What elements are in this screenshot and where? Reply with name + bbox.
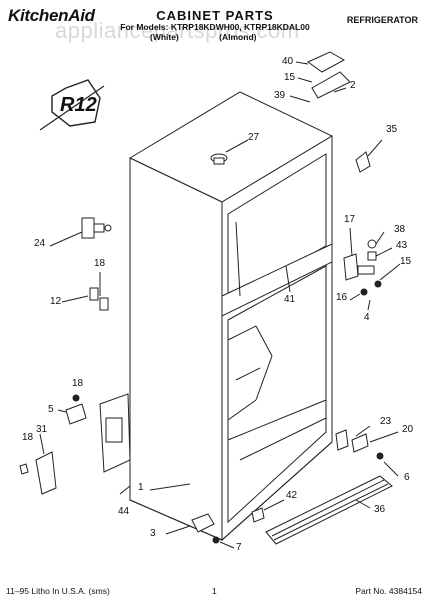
part-12-18-screws bbox=[61, 272, 109, 311]
color-almond: (Almond) bbox=[219, 32, 257, 42]
part-label-24: 24 bbox=[34, 238, 46, 249]
part-31-cover bbox=[19, 433, 57, 495]
brand-logo: KitchenAid bbox=[8, 6, 95, 25]
part-label-31: 31 bbox=[36, 424, 48, 435]
part-label-35: 35 bbox=[386, 124, 398, 135]
center-hinge-assembly bbox=[343, 227, 401, 311]
part-label-38: 38 bbox=[394, 224, 406, 235]
part-label-20: 20 bbox=[402, 424, 414, 435]
part-label-6: 6 bbox=[404, 472, 410, 483]
part-label-16: 16 bbox=[336, 292, 348, 303]
part-label-18: 18 bbox=[94, 258, 106, 269]
color-white: (White) bbox=[150, 32, 179, 42]
page-title: CABINET PARTS bbox=[156, 8, 274, 23]
r12-badge: R12 bbox=[39, 79, 105, 131]
appliance-type: REFRIGERATOR bbox=[346, 15, 418, 25]
part-label-43: 43 bbox=[396, 240, 408, 251]
part-35 bbox=[355, 151, 371, 173]
leader-1 bbox=[149, 483, 191, 491]
leader-41 bbox=[285, 265, 291, 293]
part-27-plug bbox=[210, 139, 249, 165]
cabinet bbox=[128, 51, 351, 542]
part-label-41: 41 bbox=[284, 294, 296, 305]
part-number: Part No. 4384154 bbox=[355, 586, 422, 596]
part-label-39: 39 bbox=[274, 90, 286, 101]
part-3-leveler bbox=[165, 513, 235, 549]
part-label-15b: 15 bbox=[400, 256, 412, 267]
part-label-23: 23 bbox=[380, 416, 392, 427]
part-label-44: 44 bbox=[118, 506, 130, 517]
part-label-12: 12 bbox=[50, 296, 62, 307]
part-23-20-bracket bbox=[335, 425, 399, 477]
model-numbers: For Models: KTRP18KDWH00, KTRP18KDAL00 bbox=[120, 22, 310, 32]
part-5-bracket bbox=[57, 394, 87, 425]
part-label-15: 15 bbox=[284, 72, 296, 83]
part-label-18c: 18 bbox=[22, 432, 34, 443]
part-24-hinge bbox=[49, 217, 112, 247]
part-label-17: 17 bbox=[344, 214, 356, 225]
part-36-grille bbox=[265, 475, 393, 545]
part-label-40: 40 bbox=[282, 56, 294, 67]
part-label-18b: 18 bbox=[72, 378, 84, 389]
page-number: 1 bbox=[212, 586, 217, 596]
part-label-1: 1 bbox=[138, 482, 144, 493]
part-label-4: 4 bbox=[364, 312, 370, 323]
part-label-42: 42 bbox=[286, 490, 298, 501]
part-label-5: 5 bbox=[48, 404, 54, 415]
part-42-clip bbox=[251, 507, 265, 523]
litho-note: 11–95 Litho In U.S.A. (sms) bbox=[6, 586, 110, 596]
r12-badge-text: R12 bbox=[60, 94, 97, 116]
part-label-36: 36 bbox=[374, 504, 386, 515]
part-44-panel bbox=[99, 393, 131, 495]
color-labels: (White) (Almond) bbox=[150, 32, 280, 42]
part-label-7: 7 bbox=[236, 542, 242, 553]
part-label-3: 3 bbox=[150, 528, 156, 539]
part-label-2: 2 bbox=[350, 80, 356, 91]
part-label-27: 27 bbox=[248, 132, 260, 143]
